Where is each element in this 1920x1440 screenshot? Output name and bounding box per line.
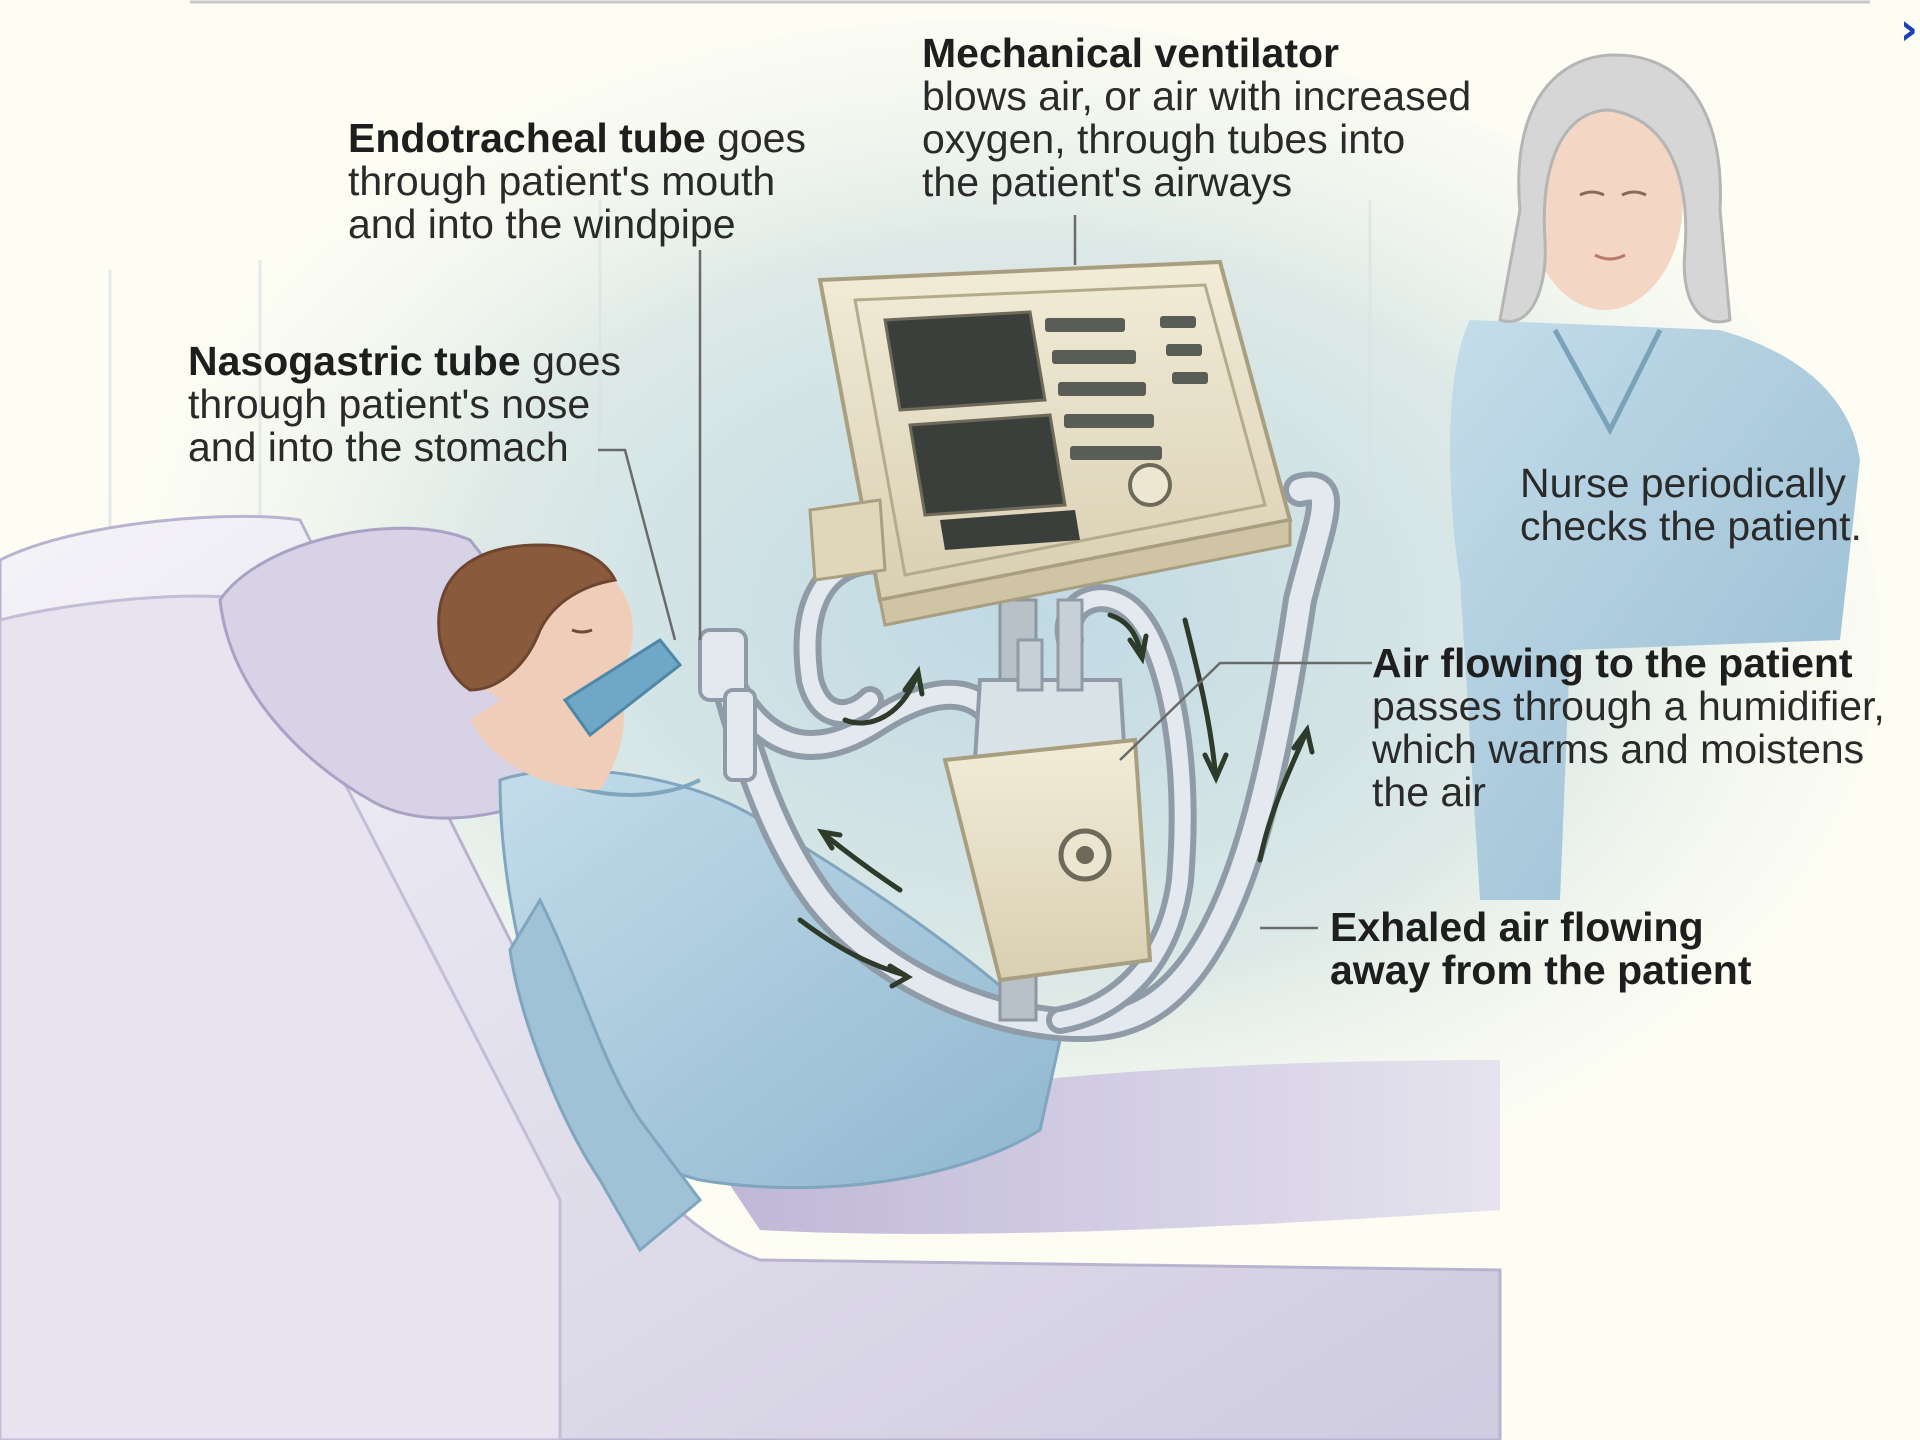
nasogastric-tube-line3: and into the stomach	[188, 426, 621, 469]
air-to-patient-line3: the air	[1372, 771, 1885, 814]
mechanical-ventilator-line2: oxygen, through tubes into	[922, 118, 1471, 161]
endotracheal-tube-line3: and into the windpipe	[348, 203, 806, 246]
mechanical-ventilator-line3: the patient's airways	[922, 161, 1471, 204]
nurse-line2: checks the patient.	[1520, 505, 1862, 548]
air-to-patient-callout: Air flowing to the patient passes throug…	[1372, 642, 1885, 814]
exhaled-air-callout: Exhaled air flowing away from the patien…	[1330, 906, 1751, 992]
nasogastric-tube-line1: goes	[532, 338, 621, 384]
air-to-patient-line2: which warms and moistens	[1372, 728, 1885, 771]
chevron-right-icon[interactable]: ›	[1900, 8, 1918, 52]
nurse-callout: Nurse periodically checks the patient.	[1520, 462, 1862, 548]
nurse-line1: Nurse periodically	[1520, 462, 1862, 505]
endotracheal-tube-line1: goes	[717, 115, 806, 161]
endotracheal-tube-title: Endotracheal tube	[348, 115, 706, 161]
nasogastric-tube-title: Nasogastric tube	[188, 338, 521, 384]
mechanical-ventilator-title: Mechanical ventilator	[922, 32, 1471, 75]
air-to-patient-title: Air flowing to the patient	[1372, 642, 1885, 685]
air-to-patient-line1: passes through a humidifier,	[1372, 685, 1885, 728]
endotracheal-tube-callout: Endotracheal tube goes through patient's…	[348, 117, 806, 246]
mechanical-ventilator-callout: Mechanical ventilator blows air, or air …	[922, 32, 1471, 204]
nasogastric-tube-line2: through patient's nose	[188, 383, 621, 426]
endotracheal-tube-line2: through patient's mouth	[348, 160, 806, 203]
mechanical-ventilator-line1: blows air, or air with increased	[922, 75, 1471, 118]
exhaled-air-line1: Exhaled air flowing	[1330, 906, 1751, 949]
exhaled-air-line2: away from the patient	[1330, 949, 1751, 992]
nasogastric-tube-callout: Nasogastric tube goes through patient's …	[188, 340, 621, 469]
